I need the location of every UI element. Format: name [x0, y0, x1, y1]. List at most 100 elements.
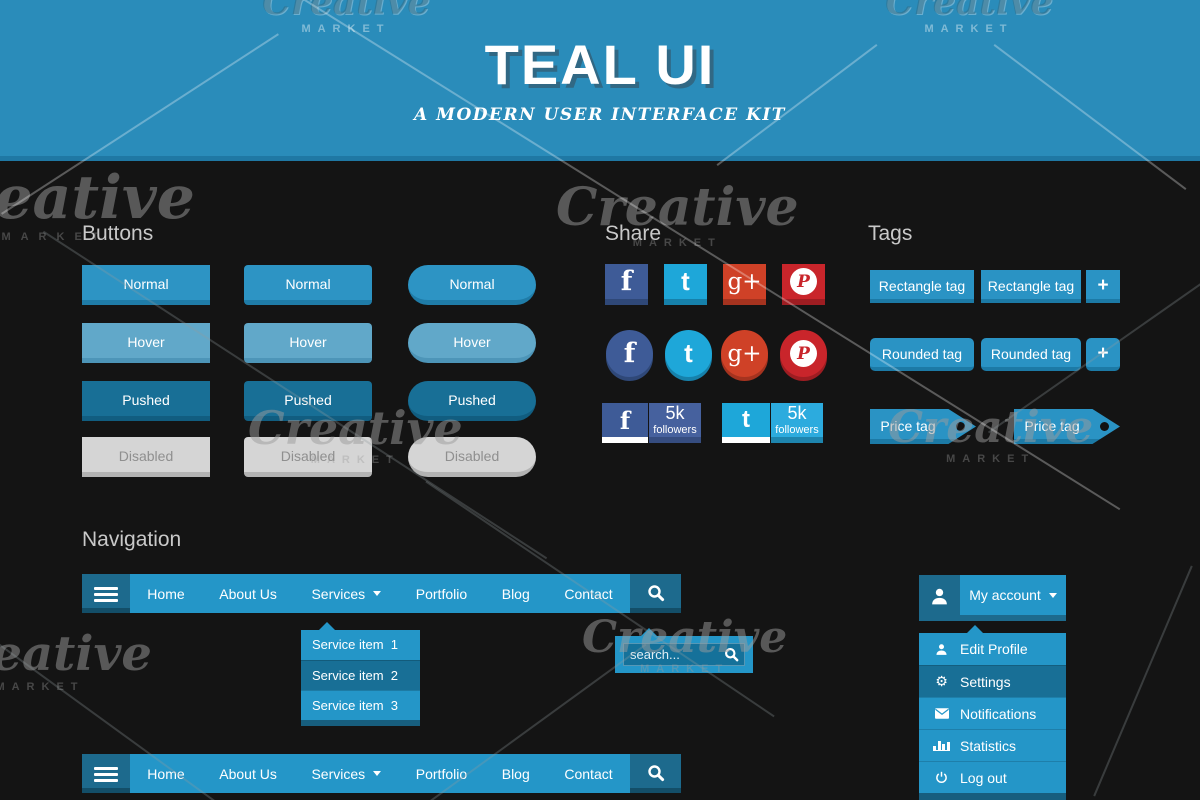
menu-item-label: Notifications [960, 705, 1037, 722]
user-icon [930, 587, 949, 611]
menu-item-log-out[interactable]: Log out [919, 761, 1066, 793]
button-normal-square[interactable]: Normal [82, 265, 210, 305]
section-heading-share: Share [605, 222, 662, 245]
page-title: TEAL UI [484, 33, 716, 96]
button-normal-rounded[interactable]: Normal [244, 265, 372, 305]
menu-item-label: Log out [960, 769, 1007, 786]
button-pushed-square[interactable]: Pushed [82, 381, 210, 421]
followers-label: followers [775, 423, 819, 436]
menu-item-settings[interactable]: ⚙ Settings [919, 665, 1066, 697]
price-tag-label: Price tag [1024, 418, 1080, 434]
watermark: Creative MARKET [0, 626, 152, 693]
nav-item-portfolio[interactable]: Portfolio [415, 765, 468, 782]
section-heading-buttons: Buttons [82, 222, 154, 245]
button-hover-square[interactable]: Hover [82, 323, 210, 363]
twitter-glyph: t [742, 406, 750, 433]
navbar-menu: Home About Us Services Portfolio Blog Co… [130, 574, 630, 613]
price-tag-label: Price tag [880, 418, 936, 434]
googleplus-glyph: g+ [727, 340, 762, 367]
navbar-top: Home About Us Services Portfolio Blog Co… [82, 574, 681, 613]
services-dropdown: Service item 1 Service item 2 Service it… [301, 622, 420, 726]
dropdown-item-service-2[interactable]: Service item 2 [301, 660, 420, 690]
user-icon [933, 643, 950, 656]
page-subtitle: A MODERN USER INTERFACE KIT [414, 105, 786, 125]
button-pushed-rounded[interactable]: Pushed [244, 381, 372, 421]
twitter-followers-icon-tile[interactable]: t [722, 403, 770, 443]
menu-item-statistics[interactable]: Statistics [919, 729, 1066, 761]
rounded-tag[interactable]: Rounded tag [870, 338, 974, 371]
button-disabled-square[interactable]: Disabled [82, 437, 210, 477]
search-icon[interactable] [724, 647, 739, 662]
nav-item-blog[interactable]: Blog [501, 585, 530, 602]
price-tag[interactable]: Price tag [870, 409, 976, 444]
followers-label: followers [653, 423, 697, 436]
my-account-label: My account [969, 587, 1041, 603]
googleplus-square-icon[interactable]: g+ [723, 264, 766, 305]
button-hover-rounded[interactable]: Hover [244, 323, 372, 363]
price-tag-hole [1100, 421, 1109, 431]
nav-item-services[interactable]: Services [311, 586, 382, 602]
hamburger-menu-icon[interactable] [94, 584, 118, 605]
pinterest-circle-icon[interactable]: P [780, 330, 827, 377]
pinterest-square-icon[interactable]: P [782, 264, 825, 305]
facebook-followers-icon-tile[interactable]: f [602, 403, 648, 443]
section-heading-tags: Tags [868, 222, 913, 245]
facebook-glyph: f [620, 266, 633, 297]
search-icon[interactable] [647, 764, 665, 787]
search-popup [615, 628, 753, 673]
nav-item-home[interactable]: Home [147, 765, 185, 782]
search-icon[interactable] [647, 584, 665, 607]
button-normal-pill[interactable]: Normal [408, 265, 536, 305]
nav-item-about-us[interactable]: About Us [219, 585, 277, 602]
envelope-icon [933, 708, 950, 719]
account-dropdown: Edit Profile ⚙ Settings Notifications St… [919, 625, 1066, 800]
facebook-square-icon[interactable]: f [605, 264, 648, 305]
facebook-followers-count-tile[interactable]: 5k followers [649, 403, 701, 443]
menu-item-label: Edit Profile [960, 641, 1028, 657]
twitter-circle-icon[interactable]: t [665, 330, 712, 377]
add-tag-button[interactable]: + [1086, 270, 1120, 303]
menu-item-notifications[interactable]: Notifications [919, 697, 1066, 729]
button-hover-pill[interactable]: Hover [408, 323, 536, 363]
button-disabled-rounded[interactable]: Disabled [244, 437, 372, 477]
dropdown-arrow [967, 625, 983, 633]
rectangle-tag[interactable]: Rectangle tag [981, 270, 1081, 303]
facebook-glyph: f [623, 338, 636, 369]
search-input[interactable] [624, 647, 724, 662]
nav-item-services[interactable]: Services [311, 766, 382, 782]
watermark: Creative MARKET [556, 177, 799, 249]
nav-item-blog[interactable]: Blog [501, 765, 530, 782]
twitter-glyph: t [681, 266, 690, 296]
nav-item-contact[interactable]: Contact [564, 585, 613, 602]
section-heading-navigation: Navigation [82, 528, 182, 551]
hamburger-menu-icon[interactable] [94, 764, 118, 785]
nav-item-portfolio[interactable]: Portfolio [415, 585, 468, 602]
rounded-tag[interactable]: Rounded tag [981, 338, 1081, 371]
dropdown-item-service-1[interactable]: Service item 1 [312, 637, 398, 652]
twitter-square-icon[interactable]: t [664, 264, 707, 305]
chevron-down-icon [373, 591, 382, 596]
add-tag-button[interactable]: + [1086, 338, 1120, 371]
my-account-button[interactable]: My account [919, 575, 1066, 621]
menu-item-label: Statistics [960, 737, 1017, 754]
dropdown-item-service-3[interactable]: Service item 3 [301, 690, 420, 720]
gear-icon: ⚙ [935, 673, 948, 690]
nav-item-about-us[interactable]: About Us [219, 765, 277, 782]
menu-item-edit-profile[interactable]: Edit Profile [919, 633, 1066, 665]
twitter-glyph: t [684, 338, 693, 368]
nav-item-contact[interactable]: Contact [564, 765, 613, 782]
googleplus-circle-icon[interactable]: g+ [721, 330, 768, 377]
button-disabled-pill[interactable]: Disabled [408, 437, 536, 477]
power-icon [933, 771, 950, 784]
chevron-down-icon [373, 771, 382, 776]
twitter-followers-count-tile[interactable]: 5k followers [771, 403, 823, 443]
watermark-line [1093, 565, 1193, 797]
menu-item-label: Settings [960, 673, 1011, 690]
rectangle-tag[interactable]: Rectangle tag [870, 270, 974, 303]
price-tag[interactable]: Price tag [1014, 409, 1120, 444]
button-pushed-pill[interactable]: Pushed [408, 381, 536, 421]
pinterest-glyph: P [790, 340, 817, 367]
facebook-circle-icon[interactable]: f [606, 330, 653, 377]
nav-item-home[interactable]: Home [147, 585, 185, 602]
